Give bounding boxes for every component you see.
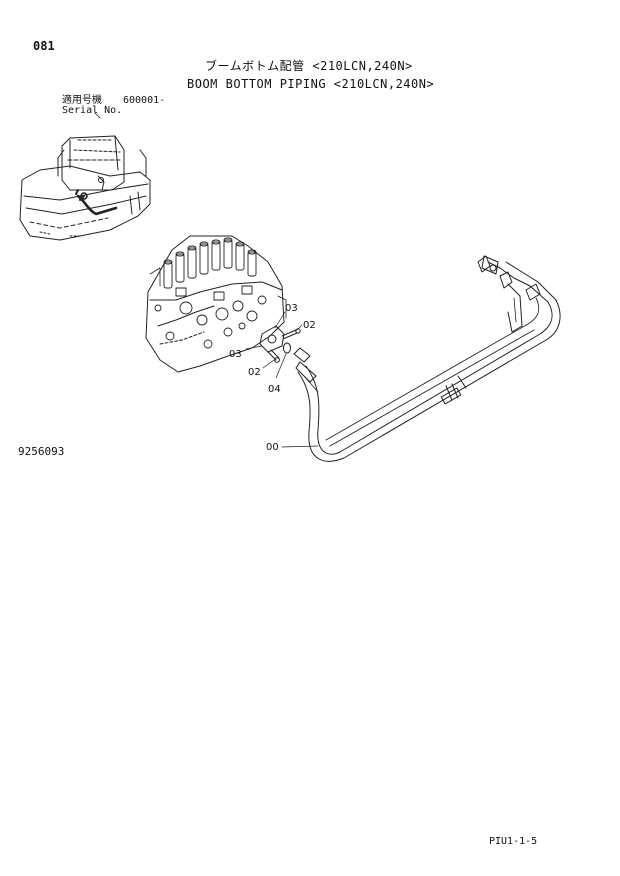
callout-04: 04	[268, 384, 281, 395]
serial-number-range: 600001-	[123, 95, 166, 106]
page-number: 081	[33, 39, 55, 53]
callout-leaders	[245, 311, 319, 448]
page-code: PIU1-1-5	[489, 836, 538, 847]
bolt-part-02-lower	[267, 349, 280, 363]
callout-00: 00	[266, 442, 279, 453]
o-ring-part-04	[283, 342, 291, 354]
callout-02-lower: 02	[248, 367, 261, 378]
drawing-number: 9256093	[18, 445, 65, 458]
title-english: BOOM BOTTOM PIPING <210LCN,240N>	[187, 77, 435, 91]
serial-label-english: Serial No.	[62, 105, 123, 116]
callout-02-upper: 02	[303, 320, 316, 331]
title-japanese: ブームボトム配管 <210LCN,240N>	[205, 59, 413, 73]
control-valve-assembly	[145, 235, 287, 373]
bolt-part-02-upper	[281, 328, 301, 340]
boom-bottom-pipe-00	[293, 255, 561, 462]
excavator-thumbnail	[19, 112, 151, 241]
callout-03-lower: 03	[229, 349, 242, 360]
flange-part-03	[259, 325, 285, 353]
callout-03-upper: 03	[285, 303, 298, 314]
serial-label-japanese: 適用号機	[62, 95, 102, 106]
